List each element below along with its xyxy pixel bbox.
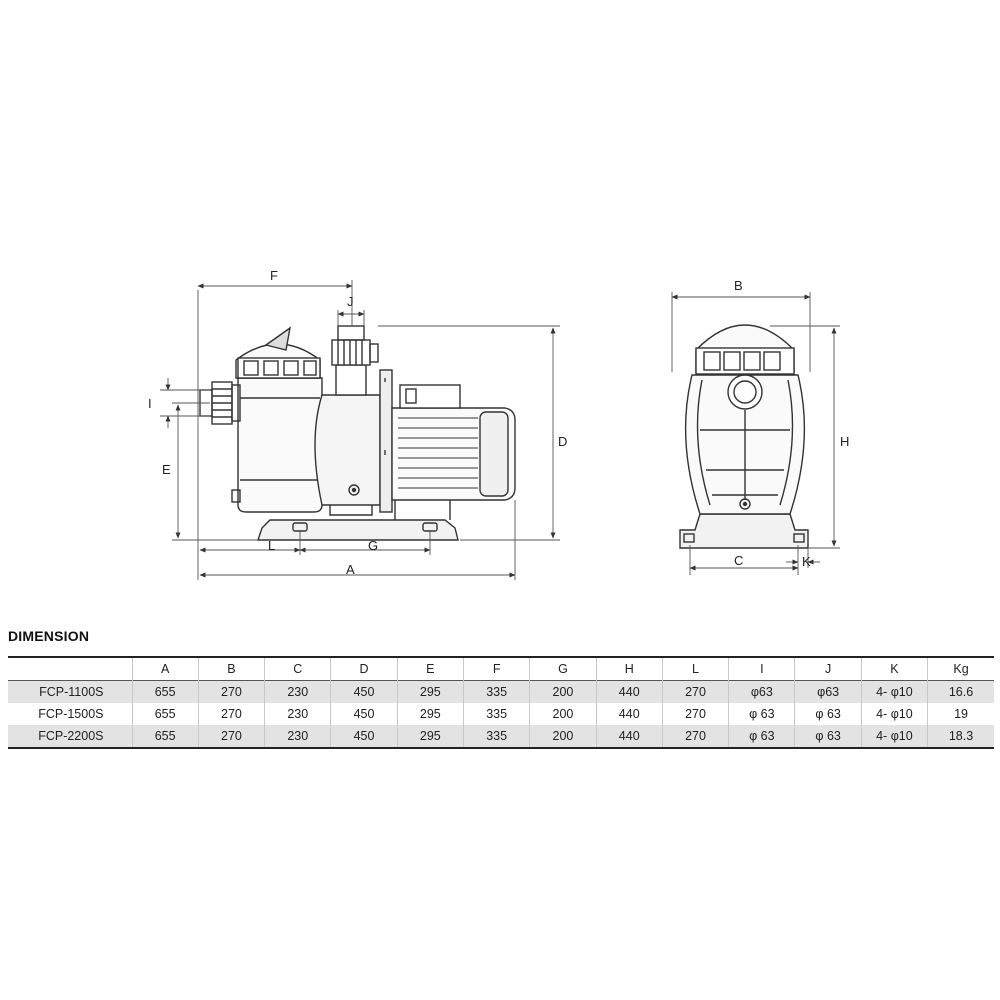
header-J: J — [794, 657, 862, 681]
table-cell: φ 63 — [728, 725, 796, 748]
label-L: L — [268, 538, 275, 553]
front-inlet — [727, 374, 763, 410]
table-cell: 270 — [662, 680, 730, 703]
header-F: F — [463, 657, 531, 681]
side-view — [199, 325, 516, 541]
header-E: E — [397, 657, 464, 681]
table-cell: φ63 — [794, 680, 862, 703]
front-view — [679, 324, 809, 549]
table-cell: 230 — [264, 725, 332, 748]
label-K: K — [802, 554, 811, 569]
table-cell: 270 — [198, 680, 266, 703]
label-I: I — [148, 396, 152, 411]
table-cell: 200 — [529, 680, 597, 703]
label-J: J — [347, 294, 354, 309]
label-D: D — [558, 434, 567, 449]
table-cell: 270 — [198, 725, 266, 748]
table-cell: 335 — [463, 703, 531, 725]
header-A: A — [132, 657, 199, 681]
header-model — [8, 657, 133, 681]
label-B: B — [734, 278, 743, 293]
header-L: L — [662, 657, 730, 681]
label-H: H — [840, 434, 849, 449]
table-cell: 335 — [463, 725, 531, 748]
table-cell: 270 — [198, 703, 266, 725]
pump-dimension-drawing: F J D I E L G A — [148, 268, 849, 580]
label-E: E — [162, 462, 171, 477]
table-cell: 450 — [330, 725, 398, 748]
table-cell: 335 — [463, 680, 531, 703]
front-view-dimensions — [671, 292, 840, 575]
header-I: I — [728, 657, 796, 681]
motor-flange — [379, 369, 393, 513]
label-F: F — [270, 268, 278, 283]
table-cell: 270 — [662, 703, 730, 725]
table-cell: 295 — [397, 703, 464, 725]
table-cell: 4- φ10 — [861, 703, 929, 725]
table-cell: 200 — [529, 725, 597, 748]
table-cell: 295 — [397, 680, 464, 703]
side-view-dimensions — [160, 280, 560, 580]
table-cell: 200 — [529, 703, 597, 725]
table-cell: 4- φ10 — [861, 680, 929, 703]
header-C: C — [264, 657, 332, 681]
cell-model: FCP-1100S — [8, 680, 133, 703]
table-cell: φ 63 — [794, 703, 862, 725]
table-cell: 440 — [596, 725, 663, 748]
header-G: G — [529, 657, 597, 681]
table-cell: φ 63 — [728, 703, 796, 725]
outlet-union — [331, 325, 379, 366]
header-B: B — [198, 657, 266, 681]
table-cell: 230 — [264, 680, 332, 703]
strainer-housing — [237, 377, 323, 513]
table-cell: 18.3 — [948, 729, 974, 743]
table-cell: 655 — [132, 680, 199, 703]
header-Kg: Kg — [953, 662, 969, 676]
dimension-title: DIMENSION — [8, 628, 90, 644]
table-cell: 440 — [596, 703, 663, 725]
header-D: D — [330, 657, 398, 681]
table-row: FCP-2200S 655 270 230 450 295 335 200 44… — [8, 725, 994, 748]
table-cell: 19 — [954, 707, 968, 721]
table-cell: 440 — [596, 680, 663, 703]
table-cell: 655 — [132, 703, 199, 725]
table-cell: 230 — [264, 703, 332, 725]
front-base — [679, 513, 809, 549]
table-row: FCP-1100S 655 270 230 450 295 335 200 44… — [8, 680, 994, 703]
label-G: G — [368, 538, 378, 553]
header-H: H — [596, 657, 663, 681]
pump-volute — [314, 394, 381, 506]
label-C: C — [734, 553, 743, 568]
cell-model: FCP-1500S — [8, 703, 133, 725]
table-cell: 295 — [397, 725, 464, 748]
table-row: FCP-1500S 655 270 230 450 295 335 200 44… — [8, 703, 994, 725]
label-A: A — [346, 562, 355, 577]
cell-model: FCP-2200S — [8, 725, 133, 748]
terminal-box — [399, 384, 461, 409]
table-cell: 655 — [132, 725, 199, 748]
table-cell: φ 63 — [794, 725, 862, 748]
table-cell: φ63 — [728, 680, 796, 703]
table-cell: 270 — [662, 725, 730, 748]
table-cell: 450 — [330, 680, 398, 703]
table-header-row: A B C D E F G H L I J K Kg — [8, 657, 994, 681]
dimension-table: A B C D E F G H L I J K Kg FCP-1100S 655… — [8, 656, 994, 749]
table-cell: 450 — [330, 703, 398, 725]
table-cell: 16.6 — [948, 685, 974, 699]
header-K: K — [861, 657, 929, 681]
table-cell: 4- φ10 — [861, 725, 929, 748]
